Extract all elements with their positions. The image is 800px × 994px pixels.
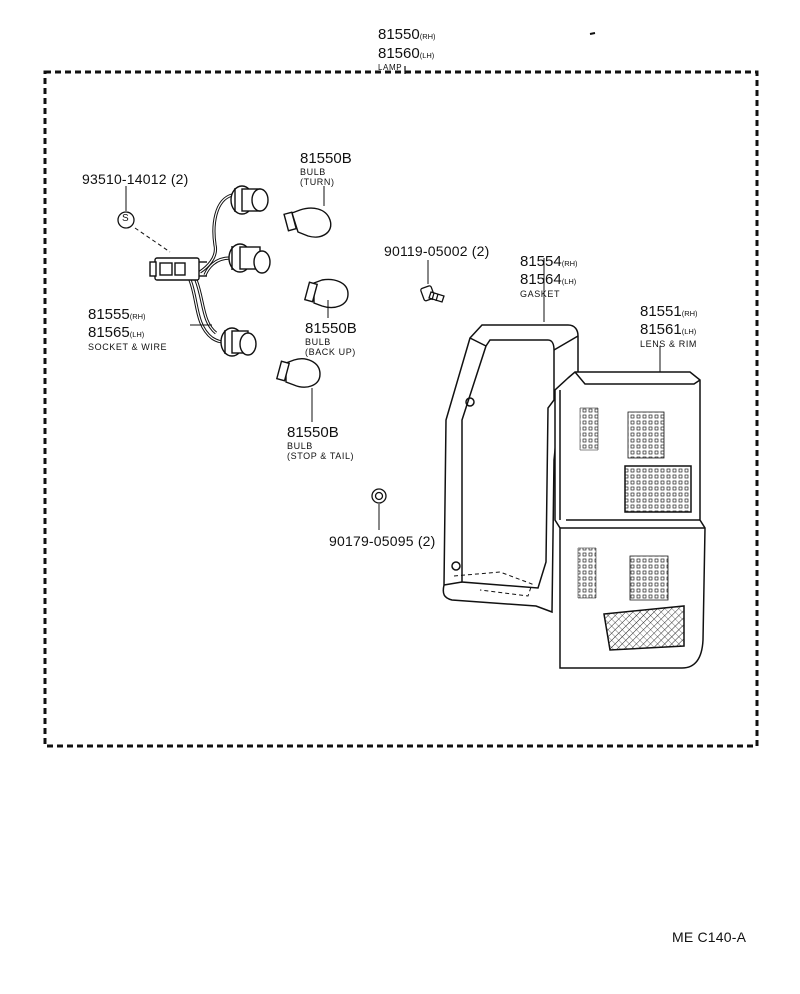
bulb-stop-tail-pn: 81550B <box>287 424 339 441</box>
screw-s-leader <box>134 227 171 253</box>
screw-s-mark: S <box>122 213 129 224</box>
figure-code: ME C140-A <box>672 929 747 945</box>
bulb-back-up-label: 81550B BULB (BACK UP) <box>305 320 357 357</box>
gasket-sfx-rh: (RH) <box>561 259 578 268</box>
socket-desc: SOCKET & WIRE <box>88 342 168 352</box>
bulb-turn-desc2: (TURN) <box>300 177 335 187</box>
socket-label: 81555(RH) 81565(LH) SOCKET & WIRE <box>88 306 167 352</box>
screw-lower-part-number: 90179-05095 (2) <box>329 533 436 549</box>
gasket-pn-lh: 81564 <box>520 271 562 288</box>
bulb-turn-label: 81550B BULB (TURN) <box>300 150 352 187</box>
lens-sfx-rh: (RH) <box>681 309 698 318</box>
lens-sfx-lh: (LH) <box>681 327 697 336</box>
lens-label: 81551(RH) 81561(LH) LENS & RIM <box>640 303 698 349</box>
screw-upper-drawing <box>420 285 445 303</box>
bulb-stop-tail-label: 81550B BULB (STOP & TAIL) <box>287 424 354 461</box>
lens-pn-rh: 81551 <box>640 303 682 320</box>
lamp-assembly-boundary <box>43 70 759 748</box>
lamp-pn-lh: 81560 <box>378 45 420 62</box>
bulb-stop-tail-desc2: (STOP & TAIL) <box>287 451 355 461</box>
gasket-label: 81554(RH) 81564(LH) GASKET <box>520 253 578 299</box>
bulb-back-up-pn: 81550B <box>305 320 357 337</box>
socket-sfx-rh: (RH) <box>129 312 146 321</box>
bulb-back-up-drawing <box>303 278 349 309</box>
socket-pn-lh: 81565 <box>88 324 130 341</box>
screw-lower-drawing <box>371 488 387 504</box>
lens-pn-lh: 81561 <box>640 321 682 338</box>
lamp-sfx-rh: (RH) <box>419 32 436 41</box>
stray-mark <box>589 32 596 35</box>
socket-and-wire-harness <box>149 185 271 357</box>
bulb-turn-desc1: BULB <box>300 167 326 177</box>
gasket-sfx-lh: (LH) <box>561 277 577 286</box>
screw-s-symbol <box>117 211 135 229</box>
gasket-desc: GASKET <box>520 289 561 299</box>
lamp-desc: LAMP <box>378 63 403 72</box>
lens-and-rim-drawing <box>554 346 706 669</box>
lamp-pn-rh: 81550 <box>378 26 420 43</box>
gasket-frame <box>442 258 579 614</box>
bulb-back-up-desc1: BULB <box>305 337 331 347</box>
bulb-stop-tail-drawing <box>275 358 321 388</box>
gasket-pn-rh: 81554 <box>520 253 562 270</box>
bulb-turn-pn: 81550B <box>300 150 352 167</box>
socket-sfx-lh: (LH) <box>129 330 145 339</box>
bulb-back-up-desc2: (BACK UP) <box>305 347 356 357</box>
screw-upper-part-number: 90119-05002 (2) <box>384 243 490 259</box>
bulb-turn-drawing <box>283 207 332 238</box>
screw-s-part-number: 93510-14012 (2) <box>82 171 189 187</box>
socket-pn-rh: 81555 <box>88 306 130 323</box>
lamp-label: 81550(RH) 81560(LH) LAMP <box>378 26 436 72</box>
lamp-sfx-lh: (LH) <box>419 51 435 60</box>
lens-desc: LENS & RIM <box>640 339 698 349</box>
bulb-stop-tail-desc1: BULB <box>287 441 313 451</box>
